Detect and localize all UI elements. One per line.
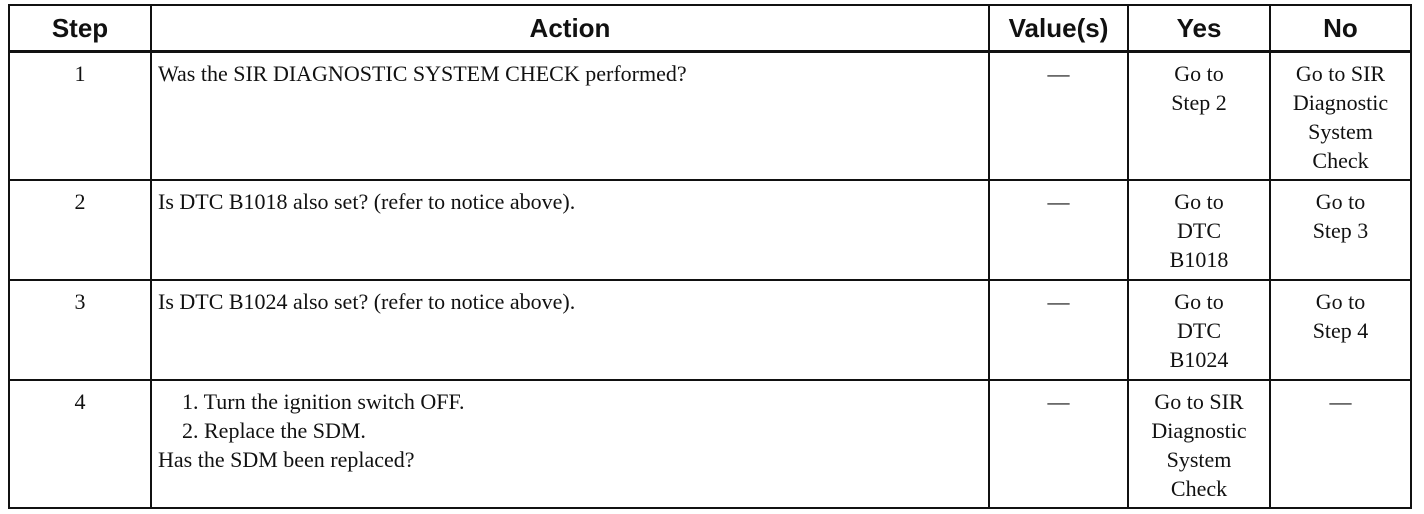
table-row: 1 Was the SIR DIAGNOSTIC SYSTEM CHECK pe… xyxy=(8,50,1412,181)
value-dash: — xyxy=(1047,289,1070,314)
value-dash: — xyxy=(1047,389,1070,414)
yes-text: Go to SIR xyxy=(1154,389,1244,414)
header-step: Step xyxy=(8,4,152,53)
step-number: 4 xyxy=(74,389,86,414)
table-row: 3 Is DTC B1024 also set? (refer to notic… xyxy=(8,279,1412,381)
value-cell: — xyxy=(988,279,1129,381)
no-text: Go to xyxy=(1315,189,1366,214)
step-number: 1 xyxy=(74,61,86,86)
step-cell: 2 xyxy=(8,179,152,281)
header-values: Value(s) xyxy=(988,4,1129,53)
action-cell: 1. Turn the ignition switch OFF. 2. Repl… xyxy=(150,379,990,509)
step-cell: 3 xyxy=(8,279,152,381)
no-text: Step 3 xyxy=(1312,218,1369,243)
header-yes: Yes xyxy=(1127,4,1271,53)
action-text: Has the SDM been replaced? xyxy=(158,447,415,472)
header-no: No xyxy=(1269,4,1412,53)
no-text: Diagnostic xyxy=(1292,90,1389,115)
step-number: 3 xyxy=(74,289,86,314)
value-cell: — xyxy=(988,379,1129,509)
action-substep: 1. Turn the ignition switch OFF. xyxy=(182,389,465,414)
yes-text: DTC xyxy=(1177,218,1221,243)
yes-text: Step 2 xyxy=(1171,90,1227,115)
value-cell: — xyxy=(988,50,1129,181)
yes-cell: Go to Step 2 xyxy=(1127,50,1271,181)
yes-text: B1024 xyxy=(1169,347,1229,372)
yes-cell: Go to SIR Diagnostic System Check xyxy=(1127,379,1271,509)
no-text: Go to SIR xyxy=(1295,61,1386,86)
yes-text: Go to xyxy=(1174,61,1224,86)
action-substep: 2. Replace the SDM. xyxy=(182,418,366,443)
no-text: Go to xyxy=(1315,289,1366,314)
table-row: 2 Is DTC B1018 also set? (refer to notic… xyxy=(8,179,1412,281)
table-header-row: Step Action Value(s) Yes No xyxy=(8,4,1412,53)
value-dash: — xyxy=(1047,189,1070,214)
no-cell: Go to Step 4 xyxy=(1269,279,1412,381)
diagnostic-table: Step Action Value(s) Yes No 1 Was the SI… xyxy=(8,4,1412,509)
yes-text: DTC xyxy=(1177,318,1221,343)
value-cell: — xyxy=(988,179,1129,281)
no-cell: Go to Step 3 xyxy=(1269,179,1412,281)
header-action: Action xyxy=(150,4,990,53)
no-text: Step 4 xyxy=(1312,318,1369,343)
yes-cell: Go to DTC B1018 xyxy=(1127,179,1271,281)
action-text: Was the SIR DIAGNOSTIC SYSTEM CHECK perf… xyxy=(158,61,687,86)
yes-text: Diagnostic xyxy=(1151,418,1247,443)
value-dash: — xyxy=(1047,61,1070,86)
action-cell: Is DTC B1024 also set? (refer to notice … xyxy=(150,279,990,381)
no-dash: — xyxy=(1329,389,1352,414)
yes-text: Go to xyxy=(1174,289,1224,314)
action-cell: Is DTC B1018 also set? (refer to notice … xyxy=(150,179,990,281)
step-cell: 1 xyxy=(8,50,152,181)
step-number: 2 xyxy=(74,189,86,214)
yes-text: Check xyxy=(1170,476,1228,501)
yes-cell: Go to DTC B1024 xyxy=(1127,279,1271,381)
yes-text: System xyxy=(1166,447,1232,472)
action-text: Is DTC B1024 also set? (refer to notice … xyxy=(158,289,576,314)
no-cell: — xyxy=(1269,379,1412,509)
no-cell: Go to SIR Diagnostic System Check xyxy=(1269,50,1412,181)
no-text: System xyxy=(1308,119,1373,144)
diagnostic-table-wrapper: Step Action Value(s) Yes No 1 Was the SI… xyxy=(8,4,1412,509)
step-cell: 4 xyxy=(8,379,152,509)
action-text: Is DTC B1018 also set? (refer to notice … xyxy=(158,189,576,214)
no-text: Check xyxy=(1312,148,1369,173)
yes-text: Go to xyxy=(1174,189,1224,214)
action-cell: Was the SIR DIAGNOSTIC SYSTEM CHECK perf… xyxy=(150,50,990,181)
table-row: 4 1. Turn the ignition switch OFF. 2. Re… xyxy=(8,379,1412,509)
yes-text: B1018 xyxy=(1169,247,1229,272)
